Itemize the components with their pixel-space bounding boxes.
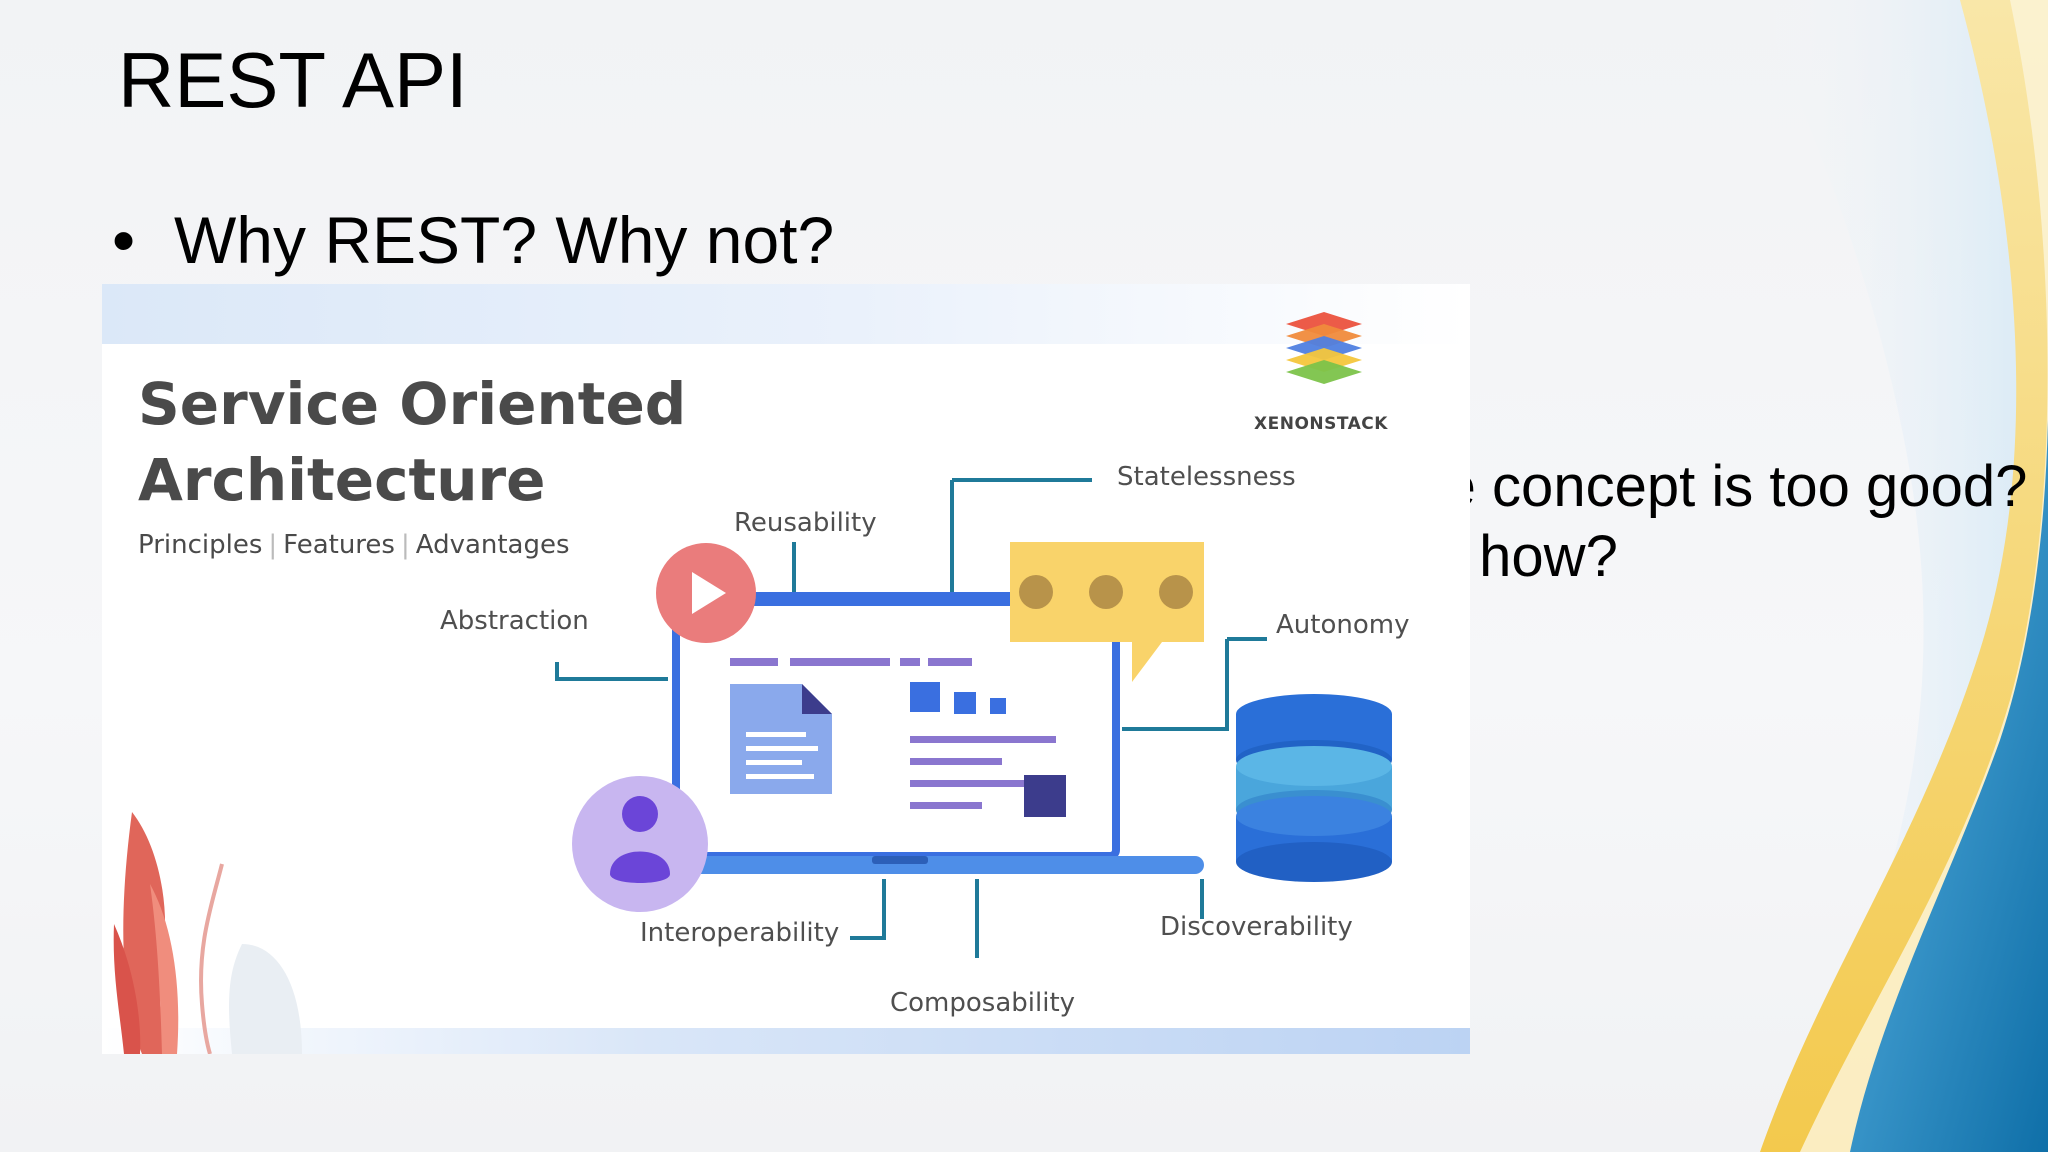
- soa-diagram: [113, 312, 1392, 1054]
- chat-bubble-icon: [1010, 542, 1204, 682]
- bullet-item: • Why REST? Why not?: [112, 204, 834, 277]
- subtitle-advantages: Advantages: [415, 530, 570, 560]
- label-reusability: Reusability: [734, 508, 877, 538]
- leaf-decoration: [113, 812, 302, 1054]
- label-discoverability: Discoverability: [1160, 912, 1353, 942]
- brand: XENONSTACK: [1254, 408, 1388, 434]
- infographic-title: Service Oriented Architecture: [138, 366, 686, 518]
- side-note-line-2: But how?: [1376, 524, 1618, 589]
- subtitle-separator: |: [268, 530, 278, 560]
- label-abstraction: Abstraction: [440, 606, 589, 636]
- infographic-top-band: [102, 284, 1470, 344]
- xenonstack-logo-icon: [1286, 312, 1362, 384]
- infographic-title-line-2: Architecture: [138, 446, 546, 514]
- infographic-subtitle: Principles|Features|Advantages: [138, 530, 570, 560]
- subtitle-separator: |: [400, 530, 410, 560]
- connector-lines: [555, 478, 1267, 958]
- subtitle-features: Features: [283, 530, 395, 560]
- laptop-illustration: [672, 592, 1204, 874]
- infographic-bottom-band: [102, 1028, 1470, 1054]
- label-statelessness: Statelessness: [1117, 462, 1296, 492]
- bullet-marker: •: [112, 203, 136, 277]
- side-note-line-1: The concept is too good?: [1376, 454, 2028, 519]
- soa-infographic: Service Oriented Architecture Principles…: [102, 284, 1470, 1054]
- bullet-text: Why REST? Why not?: [174, 203, 835, 277]
- brand-name: XENONSTACK: [1254, 414, 1388, 434]
- side-note: The concept is too good? But how?: [1376, 452, 2027, 592]
- play-icon: [656, 543, 756, 643]
- infographic-title-line-1: Service Oriented: [138, 370, 687, 438]
- database-icon: [1236, 694, 1392, 882]
- slide-title: REST API: [118, 36, 468, 124]
- subtitle-principles: Principles: [138, 530, 263, 560]
- user-avatar-icon: [572, 776, 708, 912]
- label-composability: Composability: [890, 988, 1076, 1018]
- label-interoperability: Interoperability: [640, 918, 840, 948]
- label-autonomy: Autonomy: [1276, 610, 1410, 640]
